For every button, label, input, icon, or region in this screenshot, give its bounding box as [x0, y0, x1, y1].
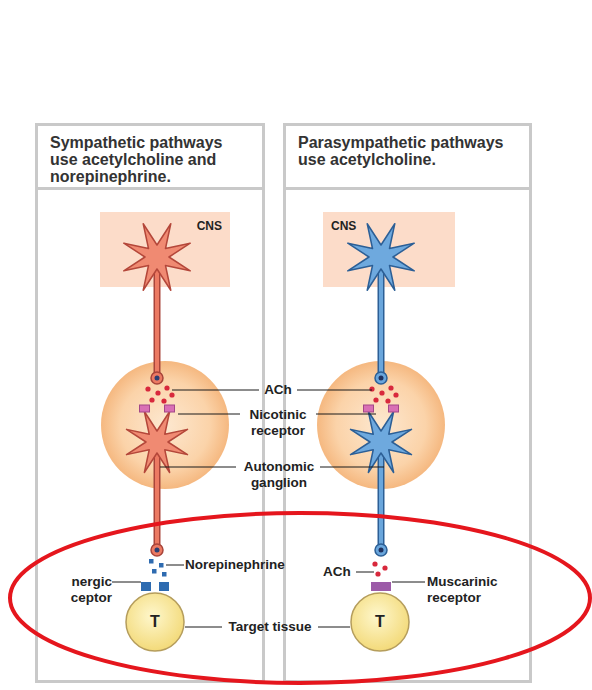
cns-box: CNS — [100, 212, 230, 287]
axon-terminal — [375, 544, 387, 556]
pathway-panel: Parasympathetic pathways use acetylcholi… — [283, 123, 532, 683]
ach-dot — [379, 390, 384, 395]
norepinephrine-dot — [152, 569, 157, 574]
axon-terminal — [151, 544, 163, 556]
panel-heading: Parasympathetic pathways use acetylcholi… — [286, 126, 529, 190]
axon — [155, 258, 159, 374]
axon-terminal — [375, 372, 387, 384]
leader-line — [320, 467, 384, 468]
neuron-bodies — [124, 224, 415, 473]
axon — [378, 258, 385, 374]
ganglion-circle — [317, 361, 445, 489]
axon-terminal — [379, 548, 384, 553]
ach-dot — [388, 385, 393, 390]
ach-dot — [161, 398, 166, 403]
leader-line — [160, 467, 236, 468]
axon — [155, 442, 159, 546]
ach-dot — [155, 390, 160, 395]
norepinephrine-molecules — [149, 559, 167, 577]
ach-dot — [369, 386, 374, 391]
receptor-label: Muscarinic receptor — [427, 574, 511, 606]
ach-dot — [169, 392, 174, 397]
cns-label: CNS — [100, 212, 230, 240]
axon-terminal — [155, 548, 160, 553]
ach-molecules — [145, 385, 398, 576]
panel-heading: Sympathetic pathways use acetylcholine a… — [38, 126, 262, 190]
ach-dot — [375, 571, 380, 576]
axon — [378, 442, 385, 546]
axon — [379, 258, 383, 374]
neuron-body — [127, 412, 188, 473]
ach-dot — [164, 385, 169, 390]
leader-line — [356, 572, 374, 573]
axon-terminal — [379, 376, 384, 381]
muscarinic-receptor-symbol — [371, 582, 391, 591]
ach-dot — [145, 386, 150, 391]
target-tissue-circle: T — [350, 592, 410, 652]
adrenergic-receptor-symbol — [159, 582, 169, 591]
target-outline — [126, 593, 184, 651]
leader-lines — [112, 390, 425, 627]
ach-dot — [393, 392, 398, 397]
neuron-body — [351, 412, 412, 473]
highlight-ellipse — [10, 513, 590, 683]
ganglion-label: Autonomic ganglion — [234, 459, 324, 491]
cns-label: CNS — [323, 212, 455, 240]
leader-line — [172, 390, 259, 391]
target-label: T — [125, 592, 185, 652]
axon — [154, 258, 161, 374]
transmitter-label: ACh — [323, 564, 357, 580]
nicotinic-receptor-symbol — [140, 405, 150, 412]
axon-terminal — [155, 376, 160, 381]
leader-line — [318, 627, 350, 628]
leader-line — [392, 582, 425, 583]
target-tissue-circle: T — [125, 592, 185, 652]
axon-terminal — [151, 372, 163, 384]
adrenergic-receptor-symbol — [141, 582, 151, 591]
transmitter-label: ACh — [258, 382, 298, 398]
leader-line — [166, 565, 184, 566]
neuron-body — [124, 224, 191, 291]
leader-line — [178, 414, 240, 415]
nicotinic-receptor-symbol — [364, 405, 374, 412]
ach-dot — [372, 561, 377, 566]
target-outline — [351, 593, 409, 651]
norepinephrine-dot — [159, 563, 164, 568]
ach-dot — [149, 397, 154, 402]
ach-dot — [382, 565, 387, 570]
leader-line — [112, 582, 141, 583]
leader-line — [185, 627, 222, 628]
leader-line — [297, 390, 372, 391]
target-label: Target tissue — [220, 619, 320, 635]
neuron-body — [348, 224, 415, 291]
pathway-panel: Sympathetic pathways use acetylcholine a… — [35, 123, 265, 683]
cns-box: CNS — [323, 212, 455, 287]
receptor-label: Nicotinic receptor — [238, 407, 318, 439]
leader-line — [316, 414, 376, 415]
receptor-label: nergic ceptor — [56, 574, 112, 606]
target-label: T — [350, 592, 410, 652]
norepinephrine-dot — [149, 559, 154, 564]
nicotinic-receptor-symbol — [165, 405, 175, 412]
axon — [154, 442, 161, 546]
transmitter-label: Norepinephrine — [185, 557, 305, 573]
ganglion-circle — [101, 361, 229, 489]
nicotinic-receptor-symbol — [389, 405, 399, 412]
axon — [379, 442, 383, 546]
ach-dot — [385, 398, 390, 403]
norepinephrine-dot — [162, 572, 167, 577]
ach-dot — [373, 397, 378, 402]
